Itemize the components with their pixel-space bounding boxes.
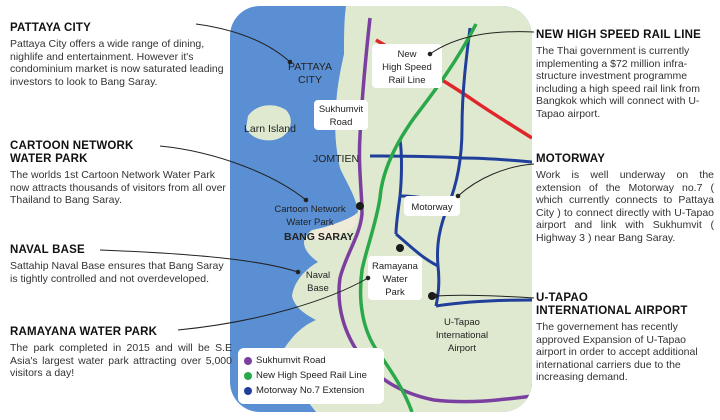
larn-island — [246, 105, 291, 141]
callout-lines — [99, 23, 535, 331]
map-label-ramayana-2: Water — [383, 274, 408, 285]
heading-cartoon-1: CARTOON NETWORK — [10, 140, 134, 152]
heading-pattaya: PATTAYA CITY — [10, 22, 91, 34]
info-panel-pattaya: PATTAYA CITY Pattaya City offers a wide … — [10, 22, 232, 88]
heading-naval: NAVAL BASE — [10, 244, 85, 256]
map-label-jomtien: JOMTIEN — [313, 153, 359, 165]
info-panel-cartoon-network: CARTOON NETWORK WATER PARK The worlds 1s… — [10, 140, 232, 207]
body-ramayana: The park completed in 2015 and will be S… — [10, 342, 232, 380]
map-label-larn-island: Larn Island — [244, 123, 296, 135]
body-airport: The governement has recently approved Ex… — [536, 321, 698, 384]
motorway-label-box — [404, 196, 460, 216]
rail-label-box — [372, 44, 442, 88]
bang-saray-marker — [356, 202, 364, 210]
sukhumvit-label-box — [314, 100, 368, 130]
map-label-airport-1: U-Tapao — [444, 317, 480, 328]
info-panel-airport: U-TAPAO INTERNATIONAL AIRPORT The govern… — [536, 292, 714, 384]
map-label-naval-2: Base — [307, 283, 329, 294]
sukhumvit-road-line — [337, 17, 532, 404]
body-naval: Sattahip Naval Base ensures that Bang Sa… — [10, 260, 224, 285]
airport-marker — [428, 292, 436, 300]
legend-label-motorway: Motorway No.7 Extension — [256, 385, 365, 396]
heading-cartoon-2: WATER PARK — [10, 153, 88, 165]
heading-rail: NEW HIGH SPEED RAIL LINE — [536, 29, 701, 41]
legend-item-sukhumvit: Sukhumvit Road — [244, 353, 378, 368]
heading-airport-2: INTERNATIONAL AIRPORT — [536, 305, 688, 317]
ramayana-marker — [396, 244, 404, 252]
body-rail: The Thai government is currently impleme… — [536, 45, 701, 120]
map-label-cartoon-2: Water Park — [286, 217, 333, 228]
info-panel-motorway: MOTORWAY Work is well underway on the ex… — [536, 153, 714, 245]
motorway-lines — [369, 27, 532, 308]
map-label-sukhumvit-2: Road — [330, 117, 353, 128]
map-label-ramayana-3: Park — [385, 287, 405, 298]
heading-airport-1: U-TAPAO — [536, 292, 589, 304]
map-label-ramayana-1: Ramayana — [372, 261, 419, 272]
map-label-airport-2: International — [436, 330, 488, 341]
map-label-motorway: Motorway — [411, 202, 452, 213]
heading-motorway: MOTORWAY — [536, 153, 606, 165]
legend-label-rail: New High Speed Rail Line — [256, 370, 367, 381]
ramayana-label-box — [368, 256, 422, 300]
legend-item-rail: New High Speed Rail Line — [244, 368, 378, 383]
heading-ramayana: RAMAYANA WATER PARK — [10, 326, 158, 338]
body-motorway: Work is well underway on the extension o… — [536, 169, 714, 244]
body-pattaya: Pattaya City offers a wide range of dini… — [10, 38, 224, 88]
map-label-rail-3: Rail Line — [389, 75, 426, 86]
map-label-airport-3: Airport — [448, 343, 476, 354]
info-panel-rail: NEW HIGH SPEED RAIL LINE The Thai govern… — [536, 29, 714, 121]
legend-swatch-motorway — [244, 386, 252, 395]
map-label-sukhumvit-1: Sukhumvit — [319, 104, 364, 115]
map-label-bang-saray: BANG SARAY — [284, 231, 354, 243]
legend-swatch-sukhumvit — [244, 356, 252, 365]
map-label-rail-1: New — [397, 49, 416, 60]
info-panel-ramayana: RAMAYANA WATER PARK The park completed i… — [10, 326, 232, 380]
legend-label-sukhumvit: Sukhumvit Road — [256, 355, 326, 366]
legend-swatch-rail — [244, 371, 252, 380]
map-legend: Sukhumvit Road New High Speed Rail Line … — [238, 348, 384, 404]
beach-area — [312, 214, 358, 240]
map-label-pattaya: PATTAYA — [288, 61, 332, 73]
map-label-rail-2: High Speed — [382, 62, 432, 73]
map-label-cartoon-1: Cartoon Network — [274, 204, 346, 215]
map-label-pattaya-city: CITY — [298, 74, 322, 86]
map-label-naval-1: Naval — [306, 270, 330, 281]
body-cartoon: The worlds 1st Cartoon Network Water Par… — [10, 169, 226, 207]
info-panel-naval-base: NAVAL BASE Sattahip Naval Base ensures t… — [10, 244, 232, 285]
legend-item-motorway: Motorway No.7 Extension — [244, 383, 378, 398]
